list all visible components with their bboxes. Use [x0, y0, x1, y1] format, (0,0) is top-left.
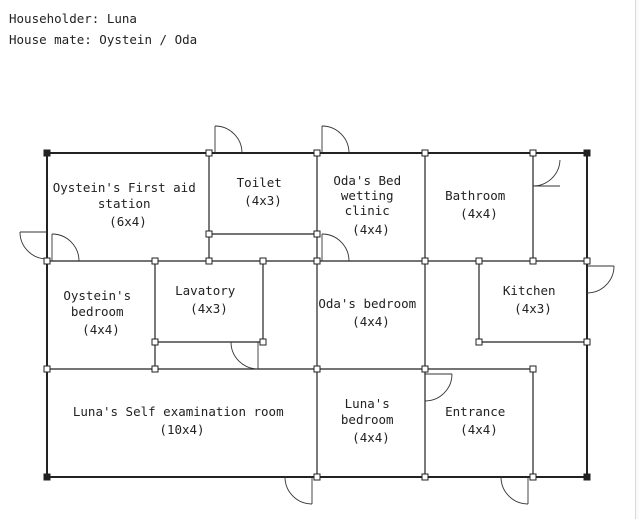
door	[321, 125, 350, 154]
wall-node	[313, 365, 321, 373]
room-label-self-exam: Luna's Self examination room (10x4)	[73, 404, 291, 437]
wall-node	[421, 473, 429, 481]
wall-node	[205, 149, 213, 157]
wall-node	[43, 365, 51, 373]
corner-node	[43, 149, 51, 157]
door	[532, 159, 561, 187]
wall-node	[421, 365, 429, 373]
wall-node	[529, 365, 537, 373]
door	[321, 233, 350, 262]
plan-header: Householder: Luna House mate: Oystein / …	[9, 8, 197, 50]
door	[230, 341, 259, 370]
wall-node	[259, 338, 267, 346]
door	[284, 476, 313, 505]
room-label-bedwetting-clinic: Oda's Bed wetting clinic (4x4)	[333, 173, 408, 237]
door	[500, 476, 529, 505]
room-label-oda-bedroom: Oda's bedroom (4x4)	[318, 296, 423, 329]
room-label-kitchen: Kitchen (4x3)	[503, 283, 563, 316]
wall-node	[205, 230, 213, 238]
door	[586, 265, 615, 294]
door	[214, 125, 243, 154]
room-label-first-aid: Oystein's First aid station (6x4)	[53, 180, 204, 229]
wall-node	[259, 257, 267, 265]
corner-node	[583, 473, 591, 481]
doors	[19, 125, 615, 505]
wall-node	[313, 149, 321, 157]
wall-node	[583, 257, 591, 265]
corner-node	[43, 473, 51, 481]
wall-node	[475, 257, 483, 265]
room-label-entrance: Entrance (4x4)	[445, 404, 513, 437]
wall-node	[529, 257, 537, 265]
wall-node	[313, 230, 321, 238]
scrollbar[interactable]	[635, 0, 639, 519]
door	[19, 231, 48, 260]
wall-node	[529, 473, 537, 481]
wall-node	[583, 338, 591, 346]
room-label-bathroom: Bathroom (4x4)	[445, 188, 513, 221]
wall-node	[151, 257, 159, 265]
wall-node	[421, 257, 429, 265]
door	[424, 373, 453, 402]
wall-node	[313, 473, 321, 481]
wall-node	[529, 149, 537, 157]
wall-node	[205, 257, 213, 265]
wall-node	[43, 257, 51, 265]
room-labels: Oystein's First aid station (6x4) Toilet…	[53, 173, 563, 445]
wall-node	[475, 338, 483, 346]
room-label-oystein-bedroom: Oystein's bedroom (4x4)	[63, 288, 138, 337]
room-label-toilet: Toilet (4x3)	[237, 175, 290, 208]
wall-node	[151, 338, 159, 346]
wall-node	[151, 365, 159, 373]
householder-text: Householder: Luna	[9, 11, 137, 26]
wall-node	[421, 149, 429, 157]
corner-node	[583, 149, 591, 157]
housemates-text: House mate: Oystein / Oda	[9, 32, 198, 47]
door	[51, 233, 80, 262]
room-label-luna-bedroom: Luna's bedroom (4x4)	[341, 396, 401, 445]
room-label-lavatory: Lavatory (4x3)	[175, 283, 243, 316]
wall-nodes	[43, 149, 591, 481]
wall-node	[313, 257, 321, 265]
